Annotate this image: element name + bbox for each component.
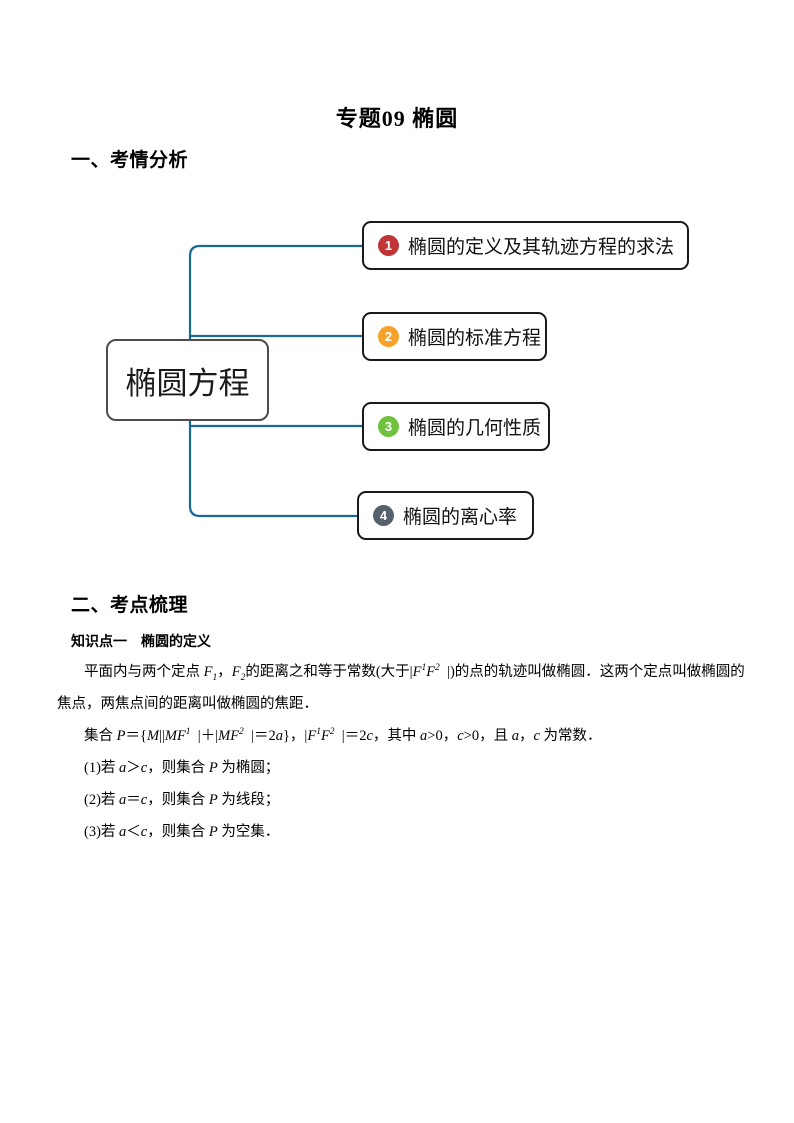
number-badge-2-icon: 2 (378, 326, 399, 347)
mindmap-root-label: 椭圆方程 (125, 365, 250, 401)
definition-text-line-1: 平面内与两个定点 F1，F2的距离之和等于常数(大于|F1F2 |)的点的轨迹叫… (84, 663, 745, 683)
case-1-line: (1)若 a＞c，则集合 P 为椭圆； (84, 760, 280, 776)
number-badge-4-icon: 4 (373, 505, 394, 526)
knowledge-point-heading: 知识点一 椭圆的定义 (71, 633, 211, 649)
section-heading-key-points: 二、考点梳理 (71, 595, 189, 616)
set-definition-line: 集合 P＝{M||MF1 |＋|MF2 |＝2a}，|F1F2 |＝2c，其中 … (84, 727, 602, 744)
mindmap-node-label: 椭圆的标准方程 (408, 328, 542, 349)
mindmap-root-node: 椭圆方程 (106, 339, 269, 421)
definition-text-line-2: 焦点，两焦点间的距离叫做椭圆的焦距． (57, 696, 318, 712)
mindmap-node-standard-equation: 2 椭圆的标准方程 (362, 312, 547, 361)
number-badge-3-icon: 3 (378, 416, 399, 437)
section-heading-exam-analysis: 一、考情分析 (71, 150, 189, 171)
number-badge-1-icon: 1 (378, 235, 399, 256)
mindmap-node-label: 椭圆的几何性质 (408, 418, 542, 439)
mindmap-node-definition: 1 椭圆的定义及其轨迹方程的求法 (362, 221, 689, 270)
mindmap-node-eccentricity: 4 椭圆的离心率 (357, 491, 534, 540)
page-title: 专题09 椭圆 (335, 106, 459, 131)
case-2-line: (2)若 a＝c，则集合 P 为线段； (84, 792, 280, 808)
case-3-line: (3)若 a＜c，则集合 P 为空集． (84, 824, 280, 840)
mindmap-node-label: 椭圆的离心率 (403, 507, 518, 528)
mindmap-node-label: 椭圆的定义及其轨迹方程的求法 (408, 237, 675, 258)
mindmap-node-geometric-properties: 3 椭圆的几何性质 (362, 402, 550, 451)
